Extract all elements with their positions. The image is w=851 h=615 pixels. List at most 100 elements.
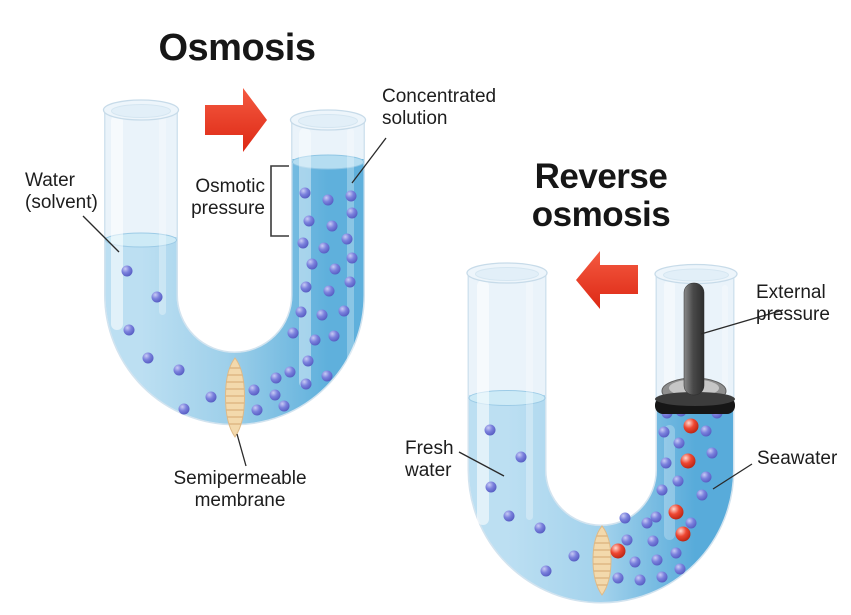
water-surface-left — [105, 232, 177, 248]
particle-dot — [341, 233, 353, 245]
particle-dot — [278, 400, 290, 412]
particle-dot — [316, 309, 328, 321]
glass-highlight — [722, 285, 728, 395]
particle-dot — [674, 563, 686, 575]
particle-dot — [299, 187, 311, 199]
particle-dot — [173, 364, 185, 376]
leader-concentrated-solution — [351, 137, 387, 184]
salt-dots — [610, 418, 699, 559]
tube-rim-left — [466, 262, 548, 284]
arrow-right-icon — [205, 88, 267, 152]
water-surface-right — [292, 154, 364, 170]
particle-dot — [660, 457, 672, 469]
particle-dot — [612, 572, 624, 584]
particle-dot — [680, 453, 696, 469]
particle-dot — [670, 547, 682, 559]
particle-dot — [178, 403, 190, 415]
osmosis-solute-dots — [121, 187, 358, 416]
particle-dot — [345, 190, 357, 202]
particle-dot — [484, 424, 496, 436]
particle-dot — [658, 426, 670, 438]
particle-dot — [629, 556, 641, 568]
glass-highlight — [111, 115, 123, 330]
glass-highlight — [526, 280, 533, 520]
particle-dot — [323, 285, 335, 297]
particle-dot — [269, 389, 281, 401]
osmosis-u-tube — [82, 88, 387, 467]
particle-dot — [672, 475, 684, 487]
particle-dot — [318, 242, 330, 254]
particle-dot — [647, 535, 659, 547]
leader-water-solvent — [82, 215, 120, 253]
particle-dot — [656, 484, 668, 496]
particle-dot — [303, 215, 315, 227]
particle-dot — [685, 517, 697, 529]
plunger-rod — [683, 282, 705, 396]
particle-dot — [683, 418, 699, 434]
particle-dot — [621, 534, 633, 546]
label-osmotic-pressure: Osmotic pressure — [191, 176, 265, 219]
particle-dot — [540, 565, 552, 577]
particle-dot — [284, 366, 296, 378]
particle-dot — [151, 291, 163, 303]
particle-dot — [328, 330, 340, 342]
osmotic-pressure-bracket — [270, 165, 289, 237]
plunger — [655, 282, 735, 414]
fresh-water-dots — [484, 424, 580, 577]
particle-dot — [302, 355, 314, 367]
particle-dot — [656, 571, 668, 583]
particle-dot — [297, 237, 309, 249]
particle-dot — [326, 220, 338, 232]
particle-dot — [346, 252, 358, 264]
particle-dot — [634, 574, 646, 586]
particle-dot — [515, 451, 527, 463]
particle-dot — [287, 327, 299, 339]
label-semipermeable-membrane: Semipermeable membrane — [173, 468, 307, 511]
particle-dot — [322, 194, 334, 206]
tube-rim-left — [102, 99, 180, 121]
tube-rim-right — [654, 263, 738, 285]
particle-dot — [346, 207, 358, 219]
particle-dot — [309, 334, 321, 346]
particle-dot — [142, 352, 154, 364]
particle-dot — [534, 522, 546, 534]
tube-rim-right — [289, 109, 367, 131]
particle-dot — [344, 276, 356, 288]
particle-dot — [306, 258, 318, 270]
particle-dot — [650, 511, 662, 523]
glass-highlight — [664, 280, 675, 392]
particle-dot — [329, 263, 341, 275]
osmosis-title: Osmosis — [158, 27, 316, 69]
reverse-osmosis-title: Reverse osmosis — [531, 157, 671, 234]
particle-dot — [675, 526, 691, 542]
particle-dot — [696, 489, 708, 501]
particle-dot — [673, 437, 685, 449]
particle-dot — [700, 471, 712, 483]
glass-highlight — [159, 115, 166, 315]
particle-dot — [668, 504, 684, 520]
particle-dot — [270, 372, 282, 384]
leader-semipermeable-membrane — [236, 433, 247, 467]
leader-fresh-water — [458, 451, 505, 477]
particle-dot — [641, 517, 653, 529]
particle-dot — [251, 404, 263, 416]
label-water-solvent: Water (solvent) — [25, 170, 98, 213]
arrow-left-icon — [576, 251, 638, 309]
particle-dot — [321, 370, 333, 382]
particle-dot — [300, 378, 312, 390]
particle-dot — [610, 543, 626, 559]
label-external-pressure: External pressure — [756, 282, 830, 325]
label-fresh-water: Fresh water — [405, 438, 454, 481]
label-concentrated-solution: Concentrated solution — [382, 86, 497, 129]
particle-dot — [248, 384, 260, 396]
leader-external-pressure — [700, 309, 784, 335]
glass-highlight — [299, 128, 311, 388]
particle-dot — [651, 554, 663, 566]
particle-dot — [568, 550, 580, 562]
particle-dot — [700, 425, 712, 437]
leader-seawater — [712, 463, 753, 490]
particle-dot — [706, 447, 718, 459]
particle-dot — [503, 510, 515, 522]
reverse-osmosis-u-tube — [458, 251, 784, 604]
